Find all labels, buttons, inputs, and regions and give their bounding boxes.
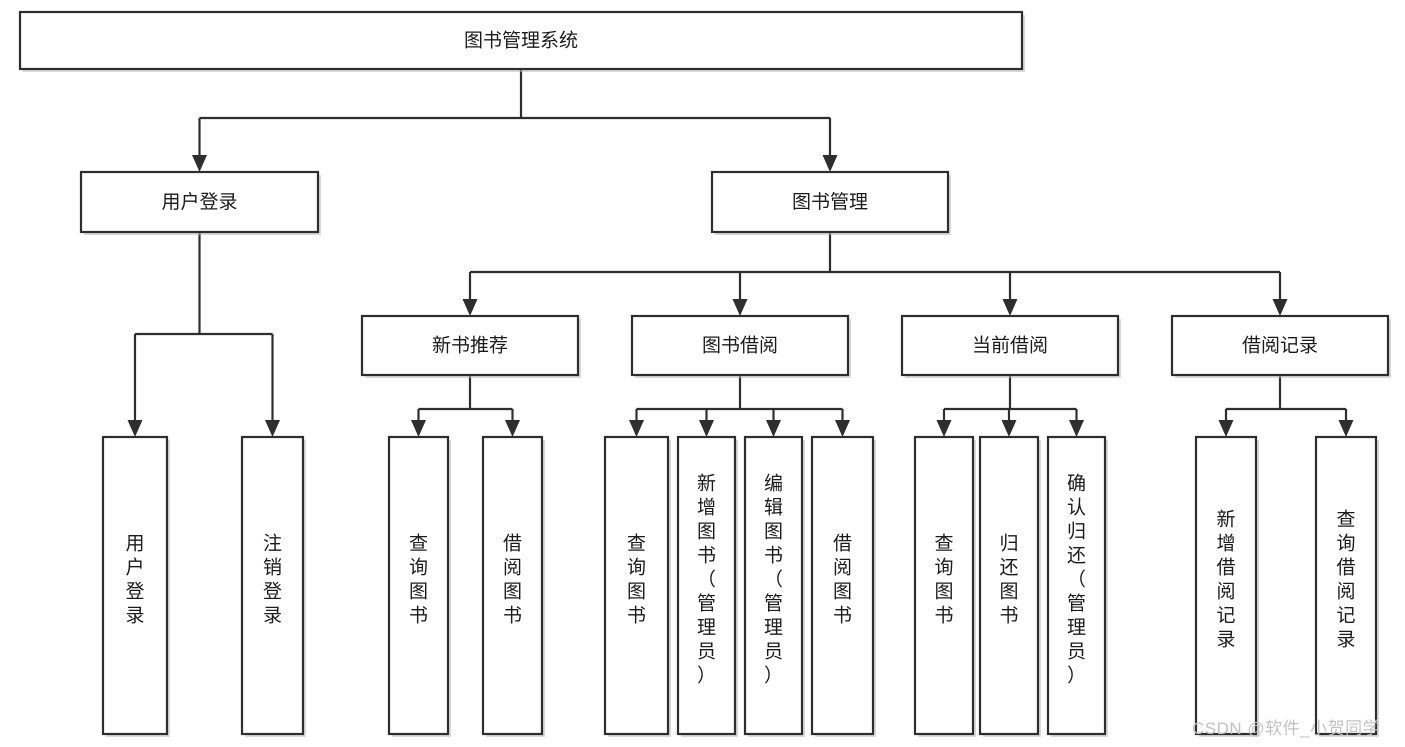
node-label: 用户登录 [125, 534, 144, 627]
node-label: 注销登录 [263, 533, 282, 627]
node-new-book-recommend[interactable]: 新书推荐 [360, 314, 581, 378]
node-label: 借阅图书 [503, 533, 522, 627]
node-label: 图书管理系统 [464, 30, 578, 52]
node-root[interactable]: 图书管理系统 [18, 10, 1025, 72]
node-rect[interactable] [18, 10, 1024, 71]
node-label: 查询图书 [934, 533, 953, 627]
node-rect[interactable] [900, 314, 1120, 377]
node-label: 新增图书（管理员） [697, 473, 716, 687]
node-book-manage[interactable]: 图书管理 [710, 170, 951, 235]
node-rect[interactable] [676, 435, 737, 736]
node-rect[interactable] [1314, 435, 1378, 736]
arrow-head-icon [1338, 420, 1354, 437]
node-rect[interactable] [101, 435, 169, 736]
arrow-head-icon [505, 420, 520, 437]
node-leaf-query-borrow-record[interactable]: 查询借阅记录 [1314, 435, 1379, 737]
arrow-head-icon [1002, 299, 1018, 316]
arrow-head-icon [1218, 420, 1234, 437]
arrow-head-icon [835, 420, 850, 437]
node-leaf-add-book-admin[interactable]: 新增图书（管理员） [676, 435, 738, 737]
node-rect[interactable] [1194, 435, 1258, 736]
node-leaf-add-borrow-record[interactable]: 新增借阅记录 [1194, 435, 1259, 737]
arrow-head-icon [936, 420, 952, 437]
arrow-head-icon [732, 299, 748, 316]
arrow-head-icon [629, 420, 644, 437]
node-rect[interactable] [1170, 314, 1390, 377]
node-leaf-query-book-borrow[interactable]: 查询图书 [603, 435, 671, 737]
node-leaf-confirm-return-admin[interactable]: 确认归还（管理员） [1046, 435, 1108, 737]
node-label: 查询借阅记录 [1336, 509, 1355, 651]
arrow-head-icon [411, 420, 426, 437]
node-book-borrow[interactable]: 图书借阅 [630, 314, 851, 378]
node-leaf-logout[interactable]: 注销登录 [240, 435, 306, 737]
arrow-head-icon [462, 299, 478, 316]
node-rect[interactable] [387, 435, 450, 736]
arrow-head-icon [127, 420, 143, 437]
node-rect[interactable] [978, 435, 1040, 736]
node-rect[interactable] [710, 170, 950, 234]
node-label: 借阅图书 [833, 533, 852, 627]
node-label: 当前借阅 [972, 335, 1048, 357]
node-rect[interactable] [79, 170, 320, 234]
connector-layer [127, 69, 1354, 437]
node-rect[interactable] [743, 435, 804, 736]
node-rect[interactable] [360, 314, 580, 377]
node-leaf-return-book[interactable]: 归还图书 [978, 435, 1041, 737]
node-rect[interactable] [481, 435, 544, 736]
node-leaf-query-book-cur[interactable]: 查询图书 [913, 435, 976, 737]
node-label: 借阅记录 [1242, 335, 1318, 357]
node-borrow-record[interactable]: 借阅记录 [1170, 314, 1391, 378]
node-rect[interactable] [1046, 435, 1107, 736]
arrow-head-icon [192, 155, 207, 172]
arrow-head-icon [699, 420, 714, 437]
node-leaf-query-book-rec[interactable]: 查询图书 [387, 435, 451, 737]
node-rect[interactable] [810, 435, 875, 736]
node-leaf-borrow-book[interactable]: 借阅图书 [810, 435, 876, 737]
node-rect[interactable] [603, 435, 670, 736]
node-label: 新增借阅记录 [1216, 509, 1235, 651]
node-current-borrow[interactable]: 当前借阅 [900, 314, 1121, 378]
node-label: 确认归还（管理员） [1067, 473, 1086, 687]
node-label: 用户登录 [161, 191, 237, 213]
node-leaf-user-login[interactable]: 用户登录 [101, 435, 170, 737]
node-layer: 图书管理系统用户登录图书管理新书推荐图书借阅当前借阅借阅记录用户登录注销登录查询… [18, 10, 1391, 737]
node-rect[interactable] [630, 314, 850, 377]
node-label: 查询图书 [627, 533, 646, 627]
node-label: 图书借阅 [702, 335, 778, 357]
arrow-head-icon [1069, 420, 1084, 437]
node-label: 图书管理 [792, 191, 868, 213]
node-label: 归还图书 [999, 533, 1018, 627]
arrow-head-icon [265, 420, 280, 437]
node-user-login[interactable]: 用户登录 [79, 170, 321, 235]
node-rect[interactable] [913, 435, 975, 736]
arrow-head-icon [1272, 299, 1288, 316]
node-label: 新书推荐 [432, 335, 508, 357]
node-label: 查询图书 [409, 533, 428, 627]
node-leaf-edit-book-admin[interactable]: 编辑图书（管理员） [743, 435, 805, 737]
arrow-head-icon [1001, 420, 1017, 437]
node-rect[interactable] [240, 435, 305, 736]
node-leaf-borrow-book-rec[interactable]: 借阅图书 [481, 435, 545, 737]
arrow-head-icon [766, 420, 781, 437]
node-label: 编辑图书（管理员） [764, 473, 783, 687]
arrow-head-icon [822, 155, 838, 172]
csdn-watermark: CSDN @软件_小贺同学 [1192, 719, 1381, 738]
